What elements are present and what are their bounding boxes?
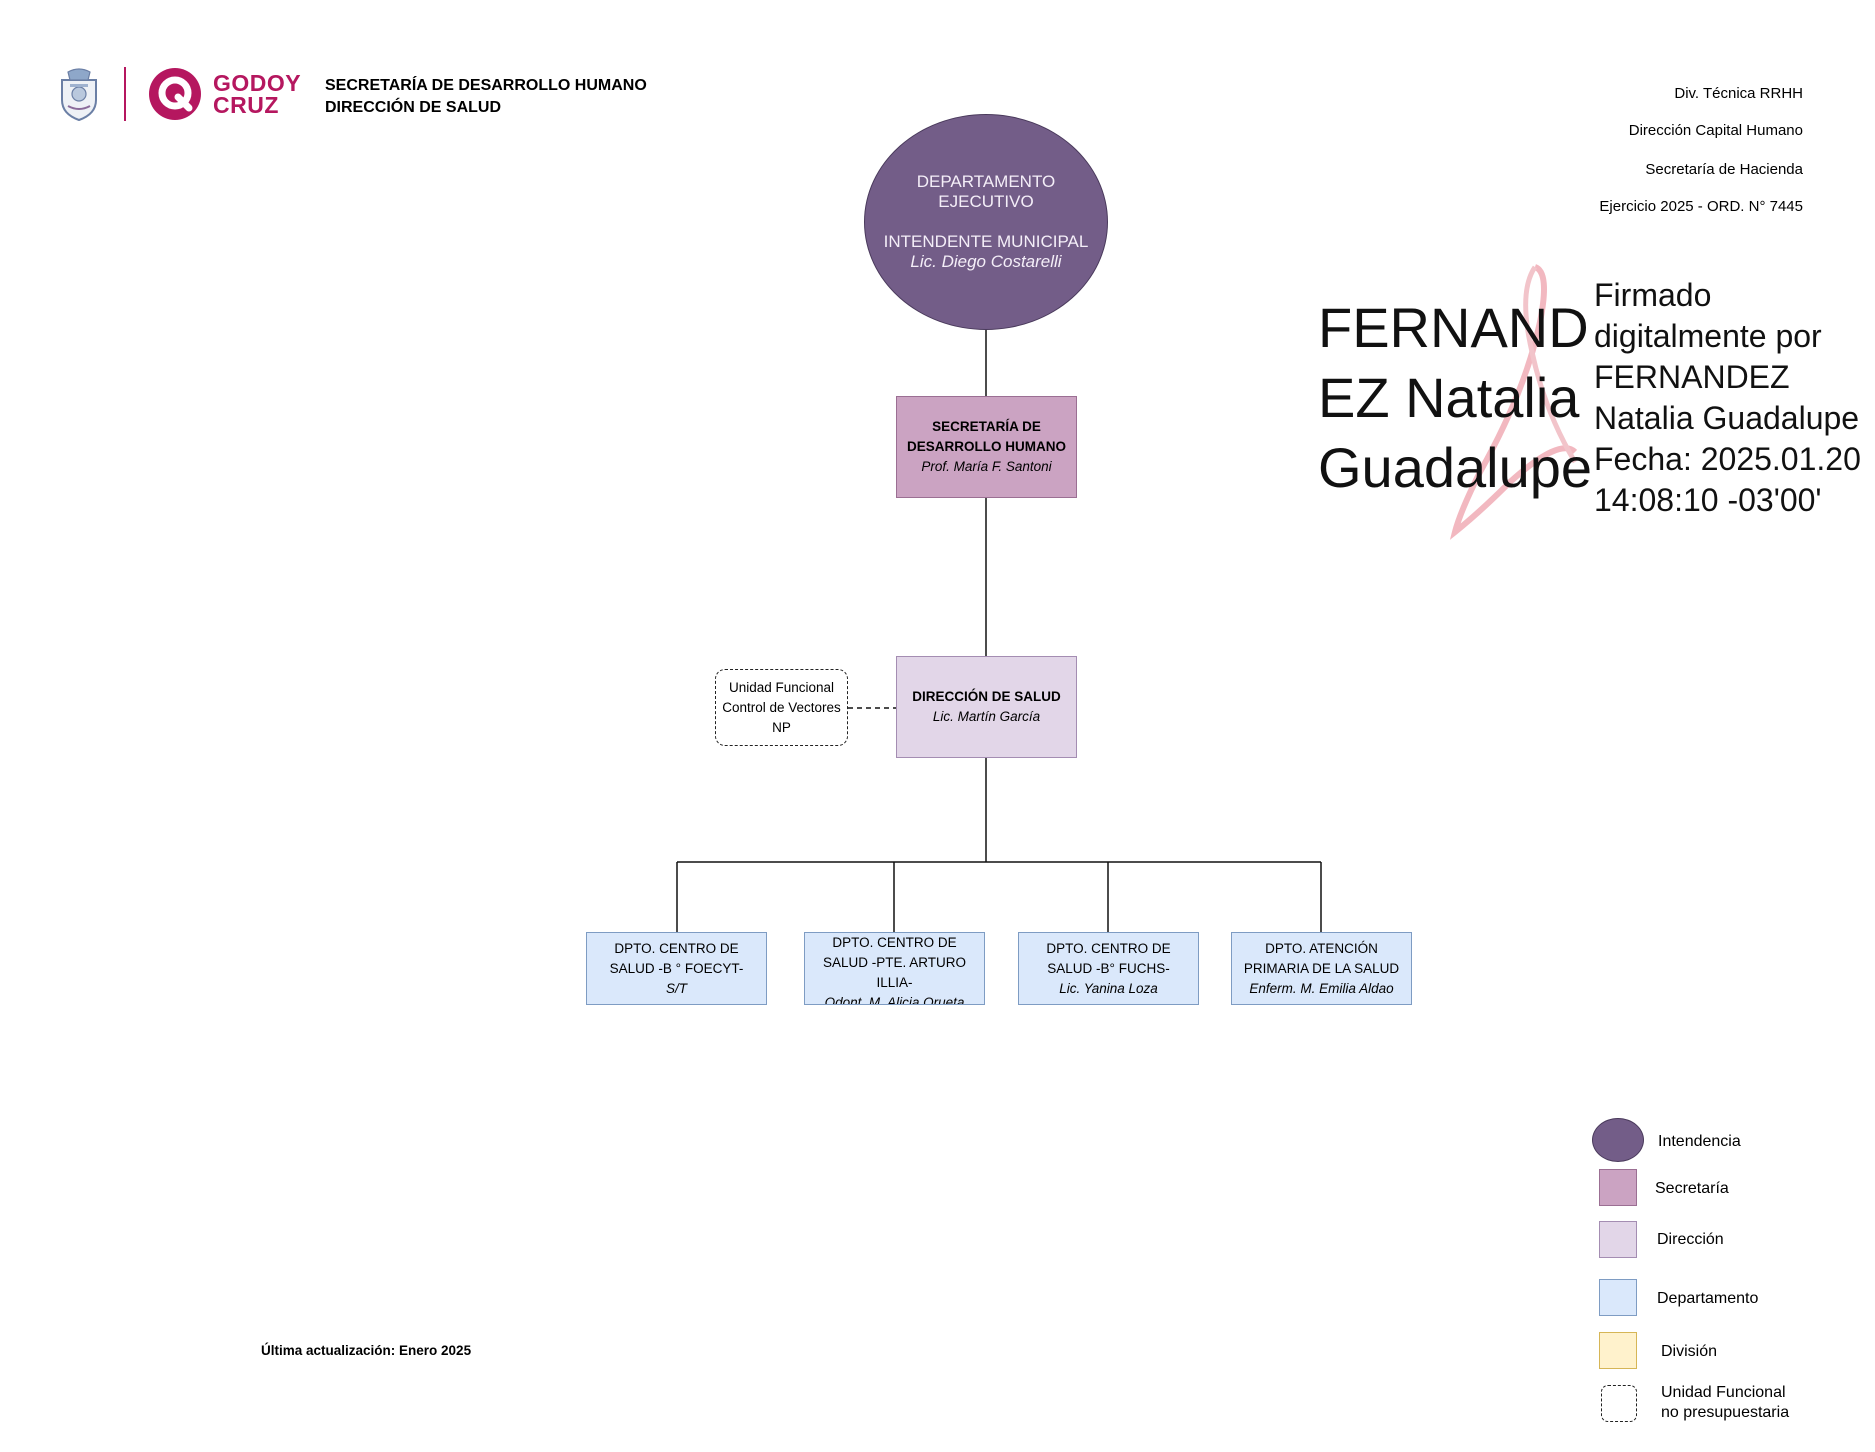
municipal-seal-logo bbox=[56, 66, 102, 122]
node-dept-1-title-2: SALUD -B ° FOECYT- bbox=[609, 960, 744, 976]
signature-details: Firmado digitalmente por FERNANDEZ Natal… bbox=[1594, 277, 1861, 518]
node-unit-line-3: NP bbox=[772, 719, 791, 735]
header-secretariat: SECRETARÍA DE DESARROLLO HUMANO bbox=[325, 77, 647, 94]
legend-label-secretaria: Secretaría bbox=[1655, 1180, 1729, 1197]
meta-direccion-capital-humano: Dirección Capital Humano bbox=[1628, 122, 1803, 139]
legend-label-departamento: Departamento bbox=[1657, 1290, 1759, 1307]
node-dept-3-title-2: SALUD -B° FUCHS- bbox=[1047, 960, 1170, 976]
node-dept-2-person: Odont. M. Alicia Orueta bbox=[824, 995, 965, 1005]
node-dept-1-person: S/T bbox=[665, 980, 687, 996]
meta-div-tecnica: Div. Técnica RRHH bbox=[1674, 85, 1803, 102]
legend-swatch-unidad-funcional bbox=[1601, 1385, 1637, 1422]
node-dept-fuchs: DPTO. CENTRO DE SALUD -B° FUCHS- Lic. Ya… bbox=[1018, 932, 1199, 1005]
node-secretariat-person: Prof. María F. Santoni bbox=[921, 459, 1052, 474]
legend-label-division: División bbox=[1661, 1343, 1718, 1360]
legend-label-direccion: Dirección bbox=[1657, 1231, 1724, 1248]
godoy-cruz-logo-icon bbox=[148, 67, 202, 121]
node-dept-4-person: Enferm. M. Emilia Aldao bbox=[1249, 980, 1394, 996]
node-directorate-person: Lic. Martín García bbox=[932, 709, 1041, 724]
node-directorate-title: DIRECCIÓN DE SALUD bbox=[912, 689, 1061, 704]
node-exec-title-2: EJECUTIVO bbox=[938, 192, 1034, 211]
node-direccion-de-salud: DIRECCIÓN DE SALUD Lic. Martín García bbox=[896, 656, 1077, 758]
legend-label-unidad-funcional: Unidad Funcional no presupuestaria bbox=[1661, 1384, 1790, 1421]
last-update-note: Última actualización: Enero 2025 bbox=[261, 1343, 472, 1358]
node-dept-4-title-2: PRIMARIA DE LA SALUD bbox=[1243, 960, 1400, 976]
node-dept-pte-arturo-illia: DPTO. CENTRO DE SALUD -PTE. ARTURO ILLIA… bbox=[804, 932, 985, 1005]
node-dept-3-title-1: DPTO. CENTRO DE bbox=[1046, 940, 1171, 956]
node-secretariat-title-1: SECRETARÍA DE bbox=[932, 419, 1041, 434]
node-dept-2-title-3: ILLIA- bbox=[876, 975, 913, 990]
node-secretariat-title-2: DESARROLLO HUMANO bbox=[907, 439, 1066, 454]
signature-name: FERNAND EZ Natalia Guadalupe bbox=[1318, 296, 1593, 499]
legend-swatch-secretaria bbox=[1599, 1169, 1637, 1206]
legend-label-intendencia: Intendencia bbox=[1658, 1133, 1741, 1150]
node-exec-role: INTENDENTE MUNICIPAL bbox=[883, 232, 1089, 251]
header-directorate: DIRECCIÓN DE SALUD bbox=[325, 99, 502, 116]
node-dept-1-title-1: DPTO. CENTRO DE bbox=[614, 940, 739, 956]
meta-secretaria-hacienda: Secretaría de Hacienda bbox=[1645, 161, 1803, 178]
node-dept-3-person: Lic. Yanina Loza bbox=[1059, 980, 1158, 996]
meta-ejercicio: Ejercicio 2025 - ORD. N° 7445 bbox=[1599, 198, 1803, 215]
node-unidad-funcional-vectores: Unidad Funcional Control de Vectores NP bbox=[715, 669, 848, 746]
node-dept-foecyt: DPTO. CENTRO DE SALUD -B ° FOECYT- S/T bbox=[586, 932, 767, 1005]
logo-divider bbox=[124, 67, 126, 121]
node-dept-2-title-1: DPTO. CENTRO DE bbox=[832, 935, 957, 950]
header-organization: SECRETARÍA DE DESARROLLO HUMANO DIRECCIÓ… bbox=[325, 75, 647, 119]
node-departamento-ejecutivo: DEPARTAMENTO EJECUTIVO INTENDENTE MUNICI… bbox=[864, 114, 1108, 330]
node-unit-line-2: Control de Vectores bbox=[722, 699, 841, 715]
node-dept-4-title-1: DPTO. ATENCIÓN bbox=[1265, 940, 1378, 956]
node-dept-2-title-2: SALUD -PTE. ARTURO bbox=[822, 955, 967, 970]
signature-watermark-icon bbox=[1440, 262, 1580, 542]
node-exec-person: Lic. Diego Costarelli bbox=[910, 252, 1062, 271]
node-secretaria-desarrollo-humano: SECRETARÍA DE DESARROLLO HUMANO Prof. Ma… bbox=[896, 396, 1077, 498]
legend-swatch-direccion bbox=[1599, 1221, 1637, 1258]
node-exec-title-1: DEPARTAMENTO bbox=[916, 172, 1056, 191]
node-unit-line-1: Unidad Funcional bbox=[728, 679, 835, 695]
legend-swatch-intendencia bbox=[1592, 1118, 1644, 1162]
legend-swatch-division bbox=[1599, 1332, 1637, 1369]
brand-name: GODOY CRUZ bbox=[213, 70, 302, 118]
node-dept-atencion-primaria: DPTO. ATENCIÓN PRIMARIA DE LA SALUD Enfe… bbox=[1231, 932, 1412, 1005]
legend-swatch-departamento bbox=[1599, 1279, 1637, 1316]
